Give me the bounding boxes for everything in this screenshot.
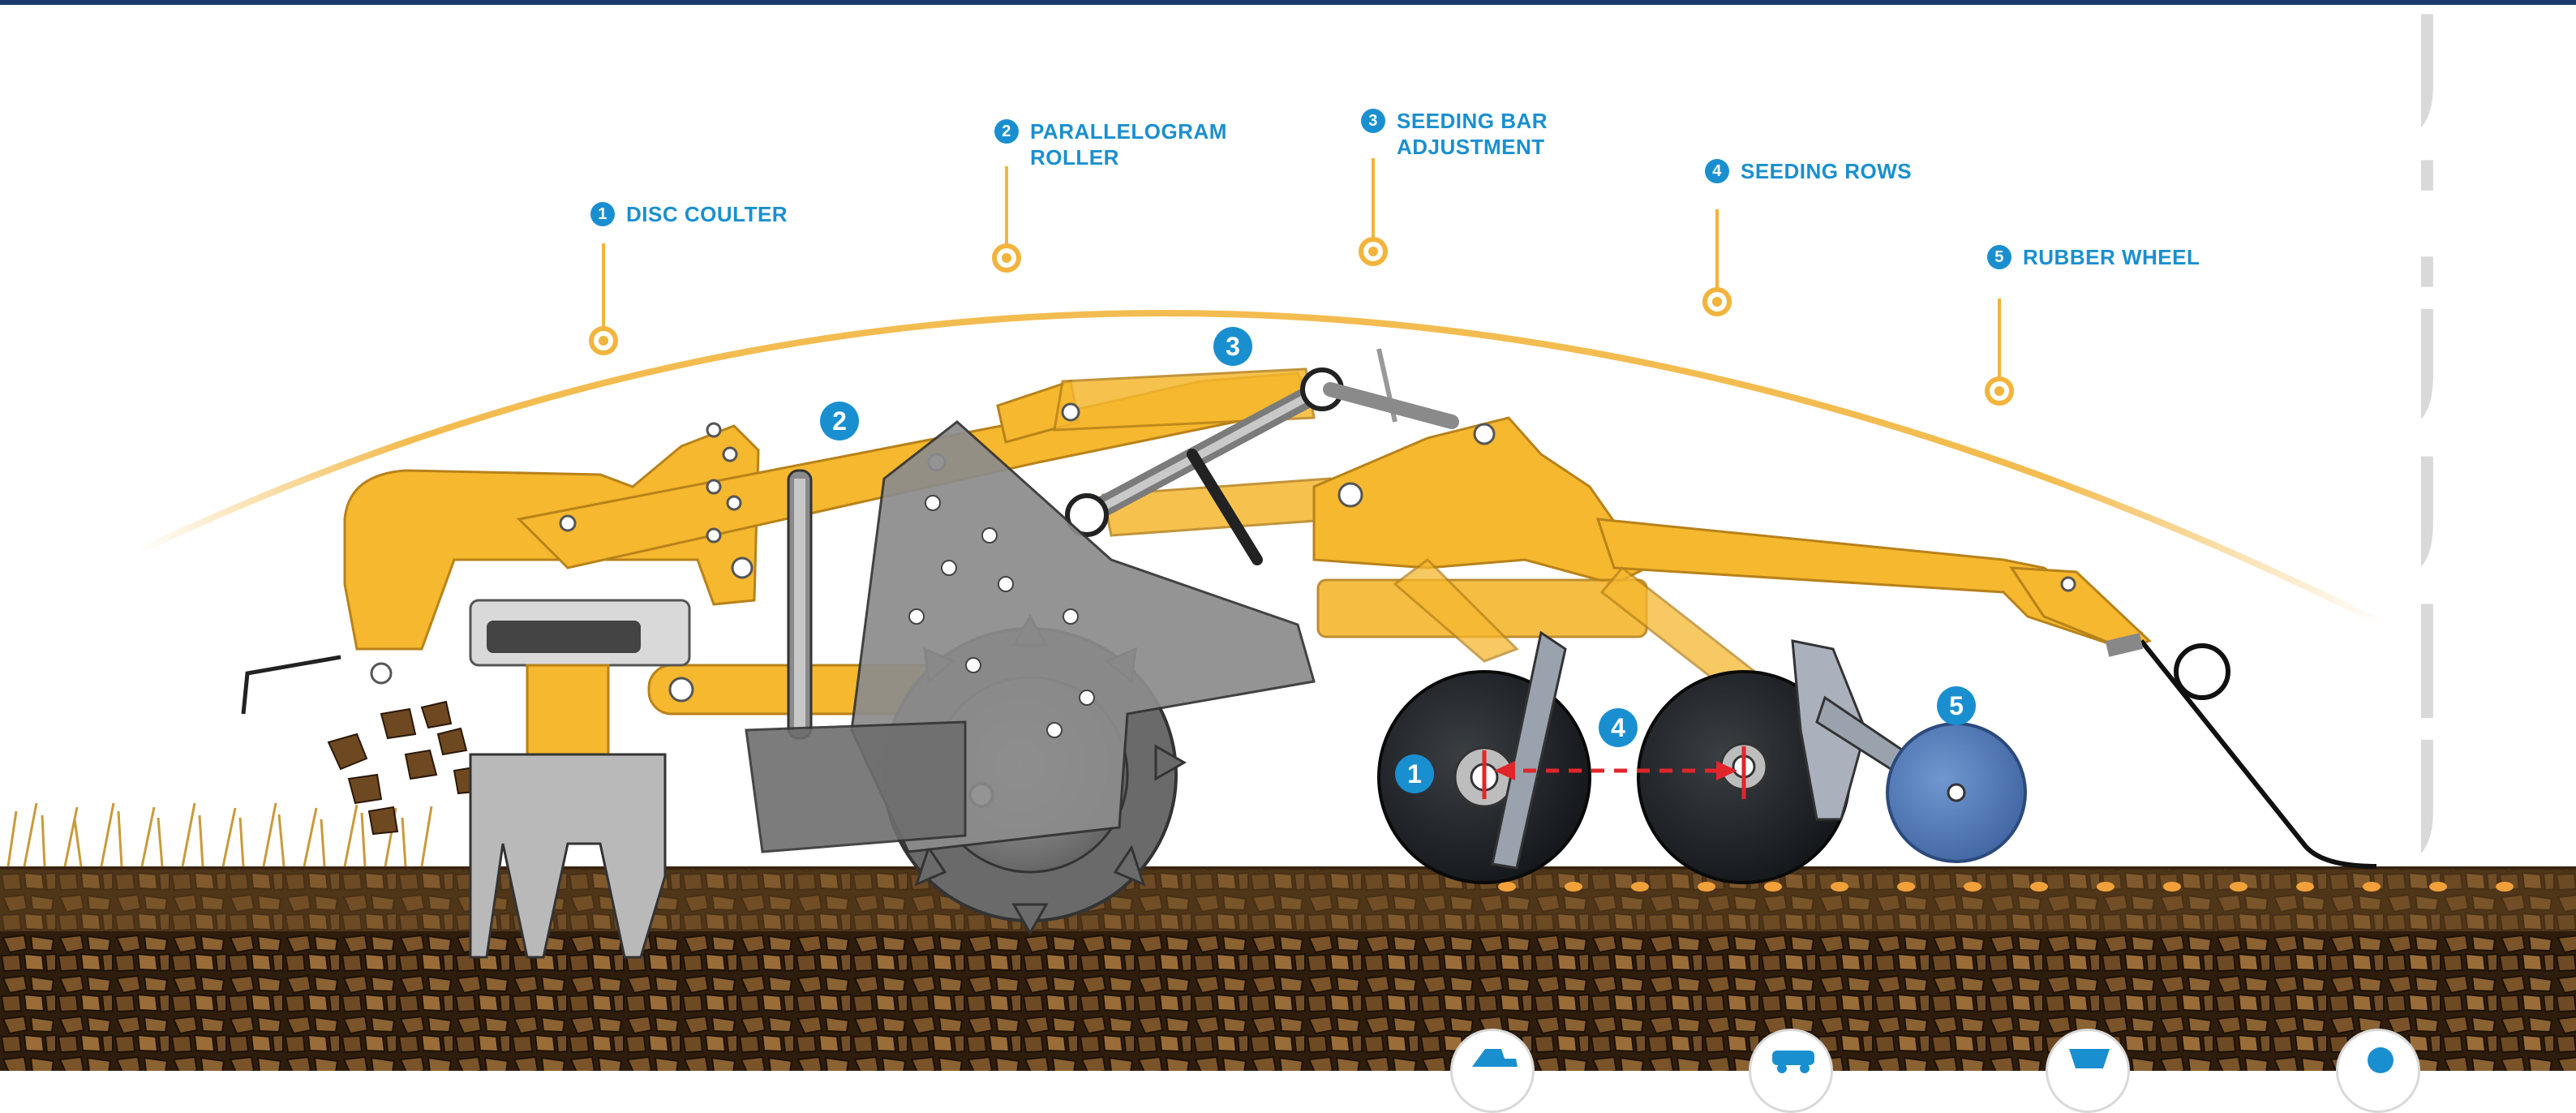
roller-icon[interactable] <box>2336 1029 2420 1113</box>
packer-roller <box>745 420 1316 936</box>
stubble <box>6 802 433 867</box>
front-coulter-assembly <box>469 599 691 959</box>
callout-number: 2 <box>994 119 1019 144</box>
plough-icon[interactable] <box>2046 1029 2130 1113</box>
callout-arc <box>136 310 2386 628</box>
rubber-wheel <box>1886 722 2027 863</box>
hitch-hook <box>241 655 341 715</box>
callout-seeding-bar-adjustment: 3 SEEDING BAR ADJUSTMENT <box>1361 108 1548 160</box>
callout-disc-coulter: 1 DISC COULTER <box>590 201 788 227</box>
callout-leaders <box>602 158 2001 388</box>
callout-seeding-rows: 4 SEEDING ROWS <box>1705 158 1912 184</box>
badge-parallelogram-roller: 2 <box>820 402 859 440</box>
badge-disc-coulter: 1 <box>1395 754 1434 793</box>
soil-clods <box>327 700 485 836</box>
callout-number: 1 <box>590 202 615 226</box>
callout-number: 4 <box>1705 159 1729 183</box>
callout-number: 5 <box>1987 245 2011 269</box>
callout-label: SEEDING BAR ADJUSTMENT <box>1397 109 1548 159</box>
callout-number: 3 <box>1361 109 1385 133</box>
hydraulic-cylinder <box>787 469 813 740</box>
seed-drill-illustration <box>0 158 2576 1071</box>
tractor-icon[interactable] <box>1450 1029 1535 1113</box>
seeder-icon[interactable] <box>1749 1029 1833 1113</box>
callout-label: DISC COULTER <box>626 202 788 226</box>
svg-text:RUBBER: RUBBER <box>2421 0 2478 868</box>
callout-label: SEEDING ROWS <box>1741 159 1913 183</box>
badge-seeding-rows: 4 <box>1599 708 1638 747</box>
top-link <box>1065 348 1459 565</box>
badge-seeding-bar: 3 <box>1213 327 1252 366</box>
top-accent-bar <box>0 0 2576 5</box>
rear-harrow <box>2105 633 2377 869</box>
callout-parallelogram-roller: 2 PARALLELOGRAM ROLLER <box>994 118 1227 170</box>
callout-rubber-wheel: 5 RUBBER WHEEL <box>1987 244 2200 270</box>
row-spacing-marker <box>1482 746 1746 799</box>
badge-rubber-wheel: 5 <box>1937 686 1976 725</box>
seeding-discs <box>1377 630 1965 884</box>
side-word: RUBBER <box>2421 0 2478 868</box>
callout-nodes <box>589 237 2014 406</box>
callout-label: RUBBER WHEEL <box>2023 245 2200 269</box>
soil <box>0 866 2576 1071</box>
callout-label: PARALLELOGRAM ROLLER <box>1030 119 1227 170</box>
